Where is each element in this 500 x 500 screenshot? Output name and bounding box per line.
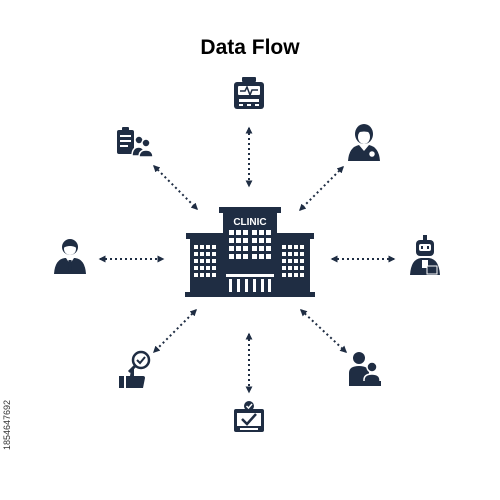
patient-consultation-icon	[349, 352, 381, 387]
nurse-icon	[348, 124, 380, 161]
clipboard-team-icon	[117, 127, 154, 158]
arrow-top-left	[153, 165, 198, 210]
thumbs-up-approval-icon	[119, 350, 151, 388]
arrow-bottom-left	[153, 309, 197, 353]
businessman-icon	[54, 239, 86, 274]
robot-assistant-icon	[410, 235, 440, 275]
arrow-bottom-right	[299, 309, 348, 353]
clinic-building-icon	[185, 207, 315, 297]
medical-monitor-icon	[234, 77, 264, 109]
verified-tablet-icon	[234, 401, 264, 432]
arrow-top-right	[299, 166, 344, 211]
clinic-label: CLINIC	[233, 217, 266, 228]
page-title: Data Flow	[200, 36, 300, 59]
